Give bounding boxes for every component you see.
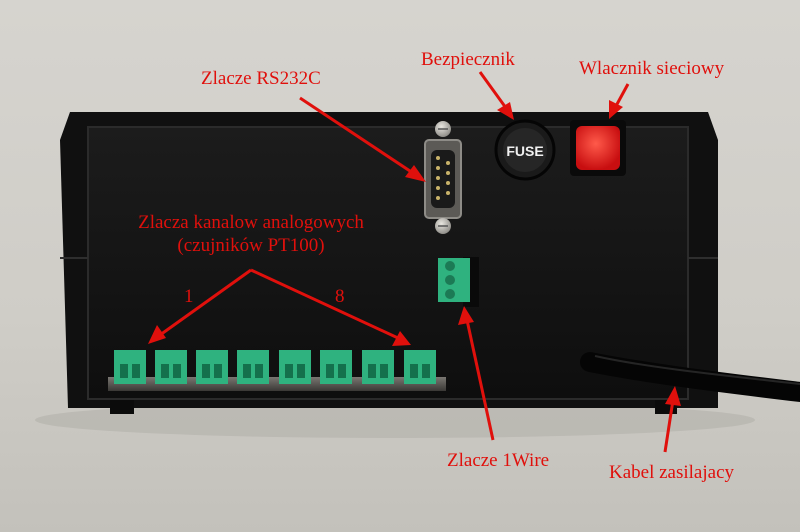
- fuse-holder: FUSE: [494, 119, 556, 181]
- label-rs232: Zlacze RS232C: [201, 68, 321, 89]
- terminal-block-3: [196, 350, 228, 384]
- arrow-switch: [609, 83, 630, 119]
- power-switch: [570, 120, 626, 176]
- analog-terminal-strip: [108, 377, 446, 391]
- label-channel-first: 1: [184, 286, 194, 307]
- table-shadow: [35, 402, 755, 438]
- terminal-block-5: [279, 350, 311, 384]
- terminal-block-4: [237, 350, 269, 384]
- arrow-rs232: [299, 96, 426, 182]
- arrow-channel-first: [148, 268, 252, 344]
- label-fuse: Bezpiecznik: [421, 49, 515, 70]
- terminal-block-6: [320, 350, 352, 384]
- power-cable: [580, 352, 800, 402]
- arrow-onewire: [458, 306, 495, 441]
- arrow-channel-last: [250, 268, 411, 346]
- annotation-arrows: [148, 71, 681, 453]
- arrow-fuse: [478, 71, 514, 120]
- label-analog-sensors: (czujników PT100): [177, 235, 325, 256]
- label-analog-channels: Zlacza kanalow analogowych: [138, 212, 364, 233]
- label-power-cable: Kabel zasilajacy: [609, 462, 735, 483]
- rs232-connector: [424, 121, 462, 234]
- label-onewire: Zlacze 1Wire: [447, 450, 550, 471]
- terminal-block-1: [114, 350, 146, 384]
- terminal-block-7: [362, 350, 394, 384]
- fuse-text: FUSE: [506, 143, 543, 159]
- onewire-connector: [438, 257, 479, 307]
- arrow-power-cable: [663, 386, 681, 453]
- terminal-block-2: [155, 350, 187, 384]
- label-power-switch: Wlacznik sieciowy: [579, 58, 725, 79]
- terminal-block-8: [404, 350, 436, 384]
- label-channel-last: 8: [335, 286, 345, 307]
